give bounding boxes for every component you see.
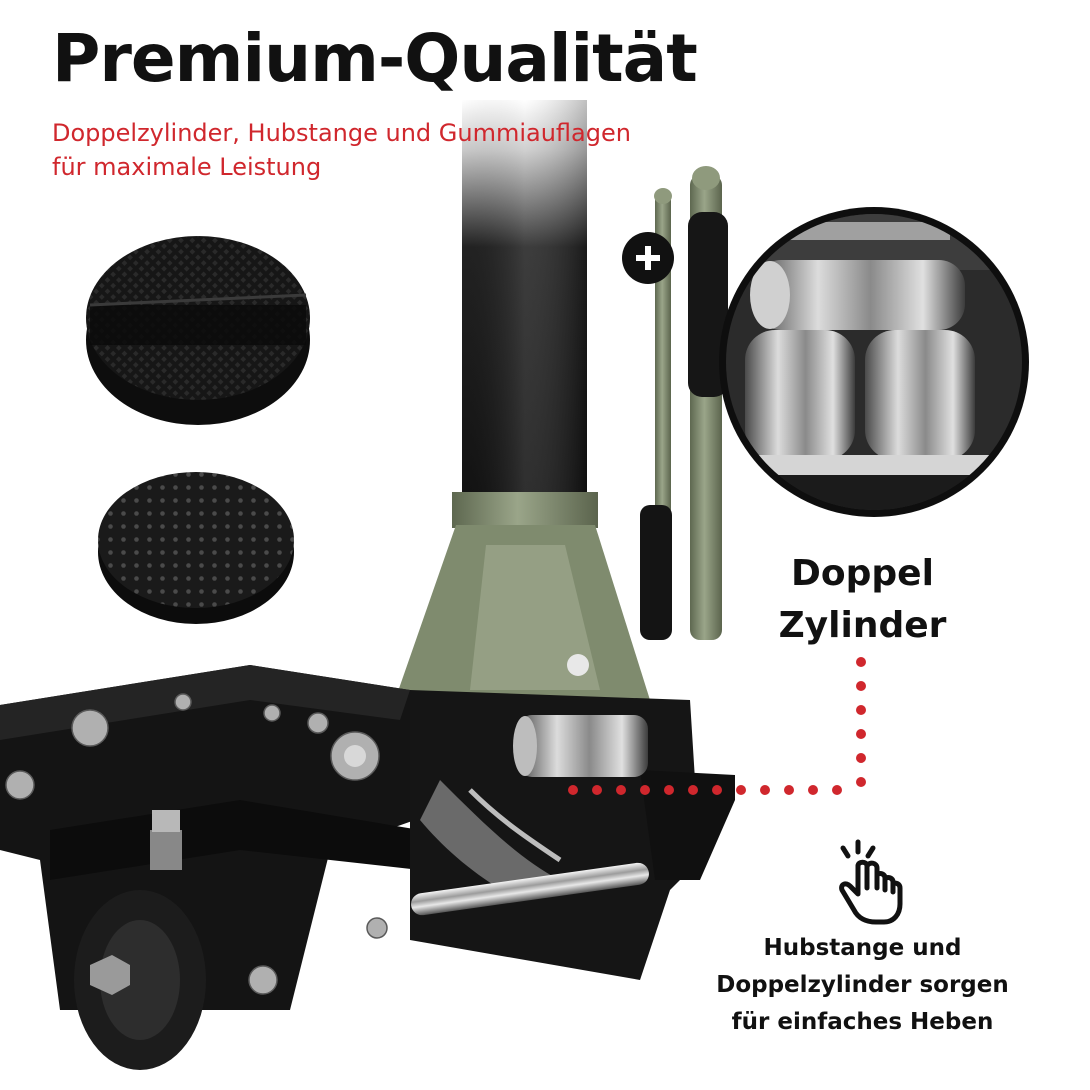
saddle-roller (518, 715, 648, 777)
page-subtitle: Doppelzylinder, Hubstange und Gummiaufla… (52, 116, 772, 184)
feature-line: Doppelzylinder sorgen (716, 972, 1009, 998)
callout-connector (568, 657, 866, 795)
double-cylinder-label: Doppel Zylinder (730, 548, 995, 652)
double-cylinder-closeup (726, 214, 1022, 510)
tap-hand-icon (839, 839, 903, 925)
callout-line: Zylinder (778, 605, 947, 646)
lift-bar (411, 862, 649, 916)
page-title: Premium-Qualität (52, 20, 698, 97)
rubber-pad-dotted (98, 472, 294, 608)
callout-line: Doppel (791, 553, 934, 594)
subtitle-line: Doppelzylinder, Hubstange und Gummiaufla… (52, 119, 631, 147)
handle-socket (452, 492, 598, 528)
subtitle-line: für maximale Leistung (52, 153, 322, 181)
feature-description: Hubstange und Doppelzylinder sorgen für … (690, 930, 1035, 1041)
feature-line: Hubstange und (763, 935, 962, 961)
feature-line: für einfaches Heben (731, 1009, 994, 1035)
